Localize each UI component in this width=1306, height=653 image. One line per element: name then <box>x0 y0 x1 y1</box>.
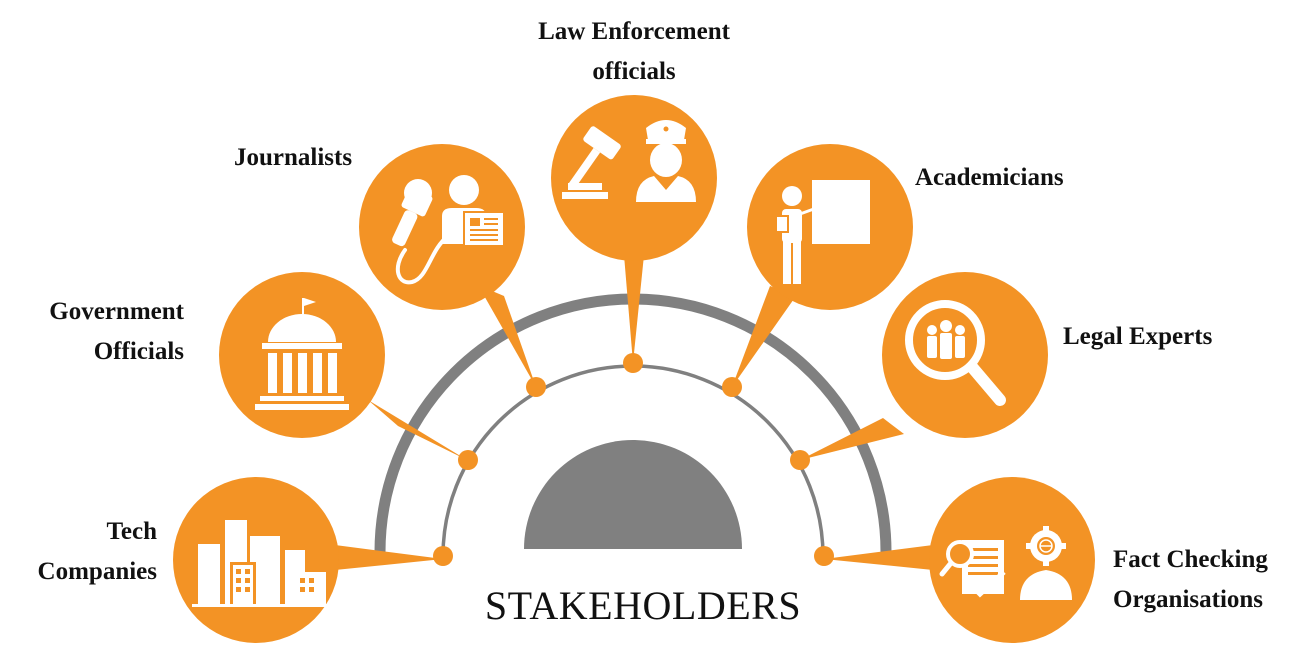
label-line: Legal Experts <box>1063 323 1213 350</box>
label-line: Journalists <box>234 144 353 171</box>
dot-government-officials <box>458 450 478 470</box>
label-tech-companies: Tech Companies <box>30 512 157 592</box>
pointer-law-enforcement <box>624 255 644 363</box>
circle-fact-checking <box>929 477 1095 643</box>
dot-law-enforcement <box>623 353 643 373</box>
pointer-government-officials <box>368 400 467 460</box>
label-line: Academicians <box>915 164 1064 191</box>
dot-legal-experts <box>790 450 810 470</box>
teacher-board-icon <box>775 180 870 284</box>
label-academicians: Academicians <box>915 158 1064 198</box>
label-line: Government <box>49 298 184 325</box>
pointer-tech-companies <box>335 545 443 570</box>
label-government-officials: Government Officials <box>0 292 184 372</box>
center-dome <box>524 440 742 549</box>
label-legal-experts: Legal Experts <box>1063 317 1212 357</box>
pointers <box>335 255 933 570</box>
label-line: Organisations <box>1113 586 1264 613</box>
label-line: officials <box>592 58 676 85</box>
label-fact-checking-organisations: Fact Checking Organisations <box>1113 540 1268 620</box>
gavel-police-officer-icon <box>562 120 696 202</box>
dot-journalists <box>526 377 546 397</box>
label-line: Tech <box>106 518 157 545</box>
label-journalists: Journalists <box>234 138 352 178</box>
pointer-fact-checking <box>824 545 933 570</box>
microphone-reporter-icon <box>392 175 505 285</box>
label-line: Companies <box>37 558 157 585</box>
label-line: Law Enforcement <box>538 18 730 45</box>
arc-dots <box>433 353 834 566</box>
label-line: Officials <box>93 338 184 365</box>
label-line: Fact Checking <box>1113 546 1268 573</box>
pointer-academicians <box>732 286 796 387</box>
label-law-enforcement-officials: Law Enforcement officials <box>484 12 784 92</box>
diagram-title: STAKEHOLDERS <box>484 583 802 628</box>
buildings-icon <box>192 520 332 607</box>
dot-academicians <box>722 377 742 397</box>
dot-fact-checking <box>814 546 834 566</box>
pointer-legal-experts <box>800 418 904 460</box>
capitol-building-icon <box>255 298 349 410</box>
dot-tech-companies <box>433 546 453 566</box>
pointer-journalists <box>478 285 536 387</box>
document-check-gear-icon <box>939 526 1072 600</box>
magnifier-people-icon <box>905 300 1006 406</box>
